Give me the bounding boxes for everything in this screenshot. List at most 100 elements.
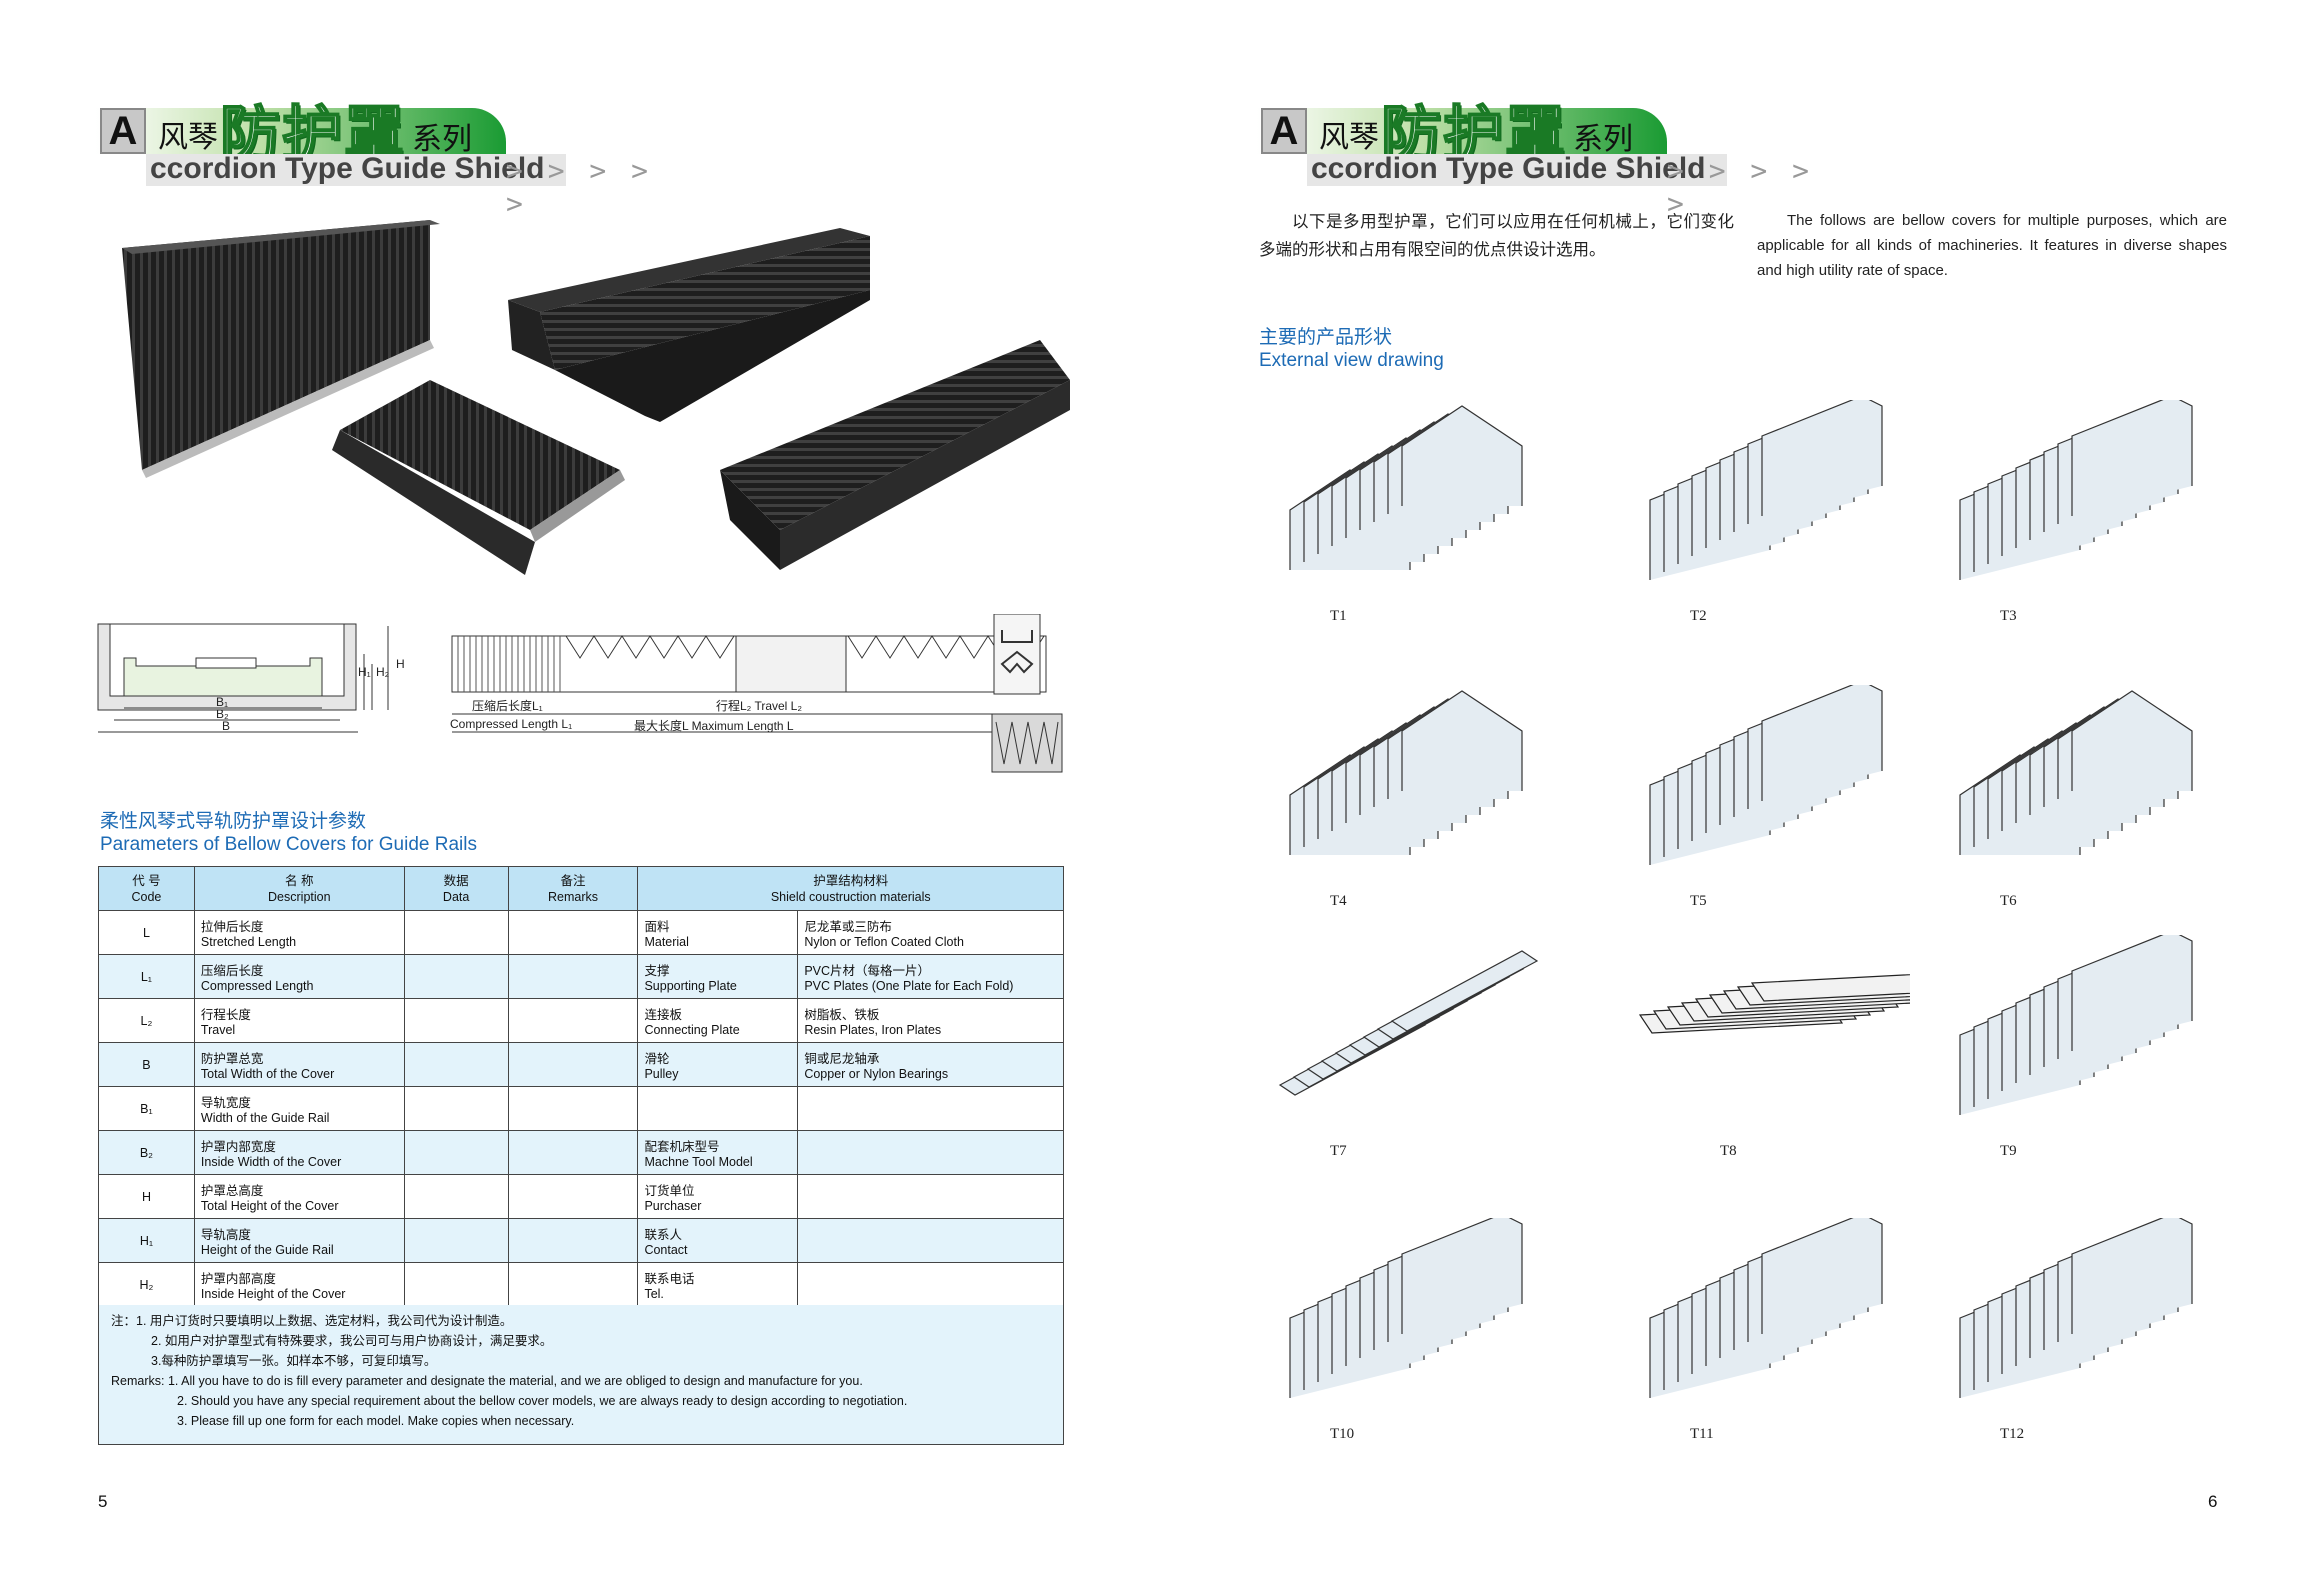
row-remarks-cell[interactable] xyxy=(507,954,639,999)
banner-en-title: ccordion Type Guide Shield xyxy=(150,152,545,185)
shape-drawing xyxy=(1959,1218,2193,1398)
row-remarks-cell[interactable] xyxy=(507,1262,639,1307)
shapes-title-cn: 主要的产品形状 xyxy=(1259,326,1393,348)
note-en-1: Remarks: 1. All you have to do is fill e… xyxy=(111,1374,863,1388)
profile-icon-u xyxy=(993,614,1041,695)
shape-drawing xyxy=(1959,690,2193,855)
banner-en-strip xyxy=(146,154,566,186)
banner-cn-suffix: 系列 xyxy=(1573,122,1633,157)
banner-cn-prefix: 风琴 xyxy=(1319,120,1379,155)
photo-flat-shield xyxy=(122,220,440,478)
shape-t11: T11 xyxy=(1610,1218,1910,1448)
shape-label: T5 xyxy=(1690,893,1707,909)
shape-label: T9 xyxy=(2000,1143,2017,1159)
shape-t7: T7 xyxy=(1250,935,1550,1165)
row-remarks-cell[interactable] xyxy=(507,910,639,955)
note-cn-2: 2. 如用户对护罩型式有特殊要求，我公司可与用户协商设计，满足要求。 xyxy=(151,1334,553,1348)
cross-section-diagram xyxy=(97,623,389,733)
row-code: B₁ xyxy=(98,1086,195,1131)
row-data-cell[interactable] xyxy=(403,1086,509,1131)
shape-label: T6 xyxy=(2000,893,2017,909)
note-cn-3: 3.每种防护罩填写一张。如样本不够，可复印填写。 xyxy=(151,1354,437,1368)
row-data-cell[interactable] xyxy=(403,1218,509,1263)
series-banner: A 风琴 防护罩 系列 ccordion Type Guide Shield >… xyxy=(96,98,656,220)
photo-small-shield xyxy=(332,380,625,575)
row-material-label xyxy=(637,1086,799,1131)
shape-t1: T1 xyxy=(1250,400,1550,630)
banner-en-strip xyxy=(1307,154,1727,186)
profile-icon-pleat xyxy=(991,713,1063,773)
row-remarks-cell[interactable] xyxy=(507,1130,639,1175)
note-en-2: 2. Should you have any special requireme… xyxy=(177,1394,908,1408)
shape-drawing xyxy=(1959,935,2193,1115)
label-b: B xyxy=(222,719,230,733)
row-data-cell[interactable] xyxy=(403,1262,509,1307)
params-title-cn: 柔性风琴式导轨防护罩设计参数 xyxy=(100,810,367,832)
shape-t3: T3 xyxy=(1920,400,2220,630)
label-h2: H₂ xyxy=(376,665,390,679)
shape-drawing xyxy=(1649,400,1883,580)
shape-t8: T8 xyxy=(1610,935,1910,1165)
row-data-cell[interactable] xyxy=(403,954,509,999)
row-code: H₁ xyxy=(98,1218,195,1263)
row-remarks-cell[interactable] xyxy=(507,1086,639,1131)
shape-label: T8 xyxy=(1720,1143,1737,1159)
row-remarks-cell[interactable] xyxy=(507,1218,639,1263)
intro-text-en: The follows are bellow covers for multip… xyxy=(1757,212,2227,279)
shape-drawing xyxy=(1638,974,1910,1034)
row-code: H xyxy=(98,1174,195,1219)
label-b2: B₂ xyxy=(216,707,229,721)
params-title-en: Parameters of Bellow Covers for Guide Ra… xyxy=(100,834,477,855)
shape-drawing xyxy=(1649,1218,1883,1398)
shape-label: T7 xyxy=(1330,1143,1347,1159)
shape-label: T4 xyxy=(1330,893,1347,909)
shape-label: T2 xyxy=(1690,608,1707,624)
row-data-cell[interactable] xyxy=(403,998,509,1043)
shape-label: T12 xyxy=(2000,1426,2025,1442)
row-material-value xyxy=(797,1174,1064,1219)
shape-drawing xyxy=(1289,1218,1523,1398)
row-material-value xyxy=(797,1130,1064,1175)
label-travel: 行程L₂ Travel L₂ xyxy=(716,698,802,713)
shape-label: T10 xyxy=(1330,1426,1355,1442)
row-code: B xyxy=(98,1042,195,1087)
row-remarks-cell[interactable] xyxy=(507,1042,639,1087)
left-page: A 风琴 防护罩 系列 ccordion Type Guide Shield >… xyxy=(96,98,1070,1511)
label-h1: H₁ xyxy=(358,665,371,679)
note-en-3: 3. Please fill up one form for each mode… xyxy=(177,1414,575,1428)
shape-drawing xyxy=(1289,690,1523,855)
row-remarks-cell[interactable] xyxy=(507,998,639,1043)
row-data-cell[interactable] xyxy=(403,1174,509,1219)
row-data-cell[interactable] xyxy=(403,1042,509,1087)
row-code: L₁ xyxy=(98,954,195,999)
shape-drawing xyxy=(1278,950,1539,1096)
remarks-notes: 注：1. 用户订货时只要填明以上数据、选定材料，我公司代为设计制造。 2. 如用… xyxy=(98,1305,1064,1445)
row-data-cell[interactable] xyxy=(403,1130,509,1175)
row-code: H₂ xyxy=(98,1262,195,1307)
row-data-cell[interactable] xyxy=(403,910,509,955)
row-remarks-cell[interactable] xyxy=(507,1174,639,1219)
banner-letter: A xyxy=(1261,108,1307,154)
